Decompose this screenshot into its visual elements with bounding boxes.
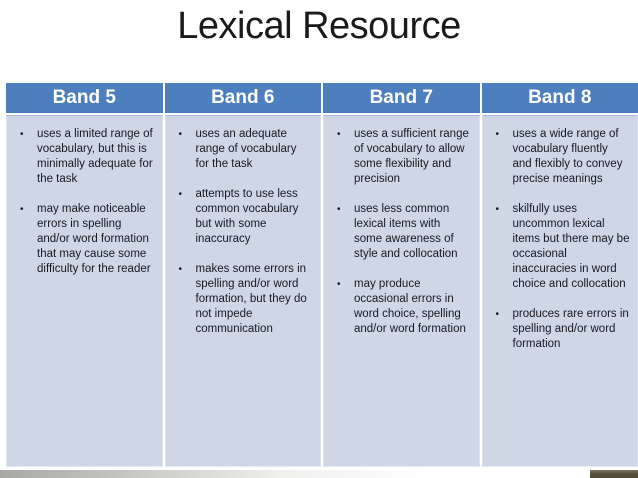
bullet-icon: •	[337, 279, 341, 290]
band-descriptor-table: Band 5 • uses a limited range of vocabul…	[6, 83, 638, 467]
descriptor-text: skilfully uses uncommon lexical items bu…	[512, 203, 630, 290]
descriptor-text: uses a wide range of vocabulary fluently…	[512, 128, 623, 185]
descriptor-item: • may produce occasional errors in word …	[335, 277, 474, 337]
descriptor-text: may make noticeable errors in spelling a…	[37, 203, 151, 275]
band-7-header: Band 7	[323, 83, 480, 113]
band-6-descriptors: • uses an adequate range of vocabulary f…	[164, 115, 321, 467]
descriptor-text: uses a sufficient range of vocabulary to…	[354, 128, 469, 185]
band-6-header: Band 6	[164, 83, 321, 113]
bullet-icon: •	[495, 204, 500, 215]
descriptor-text: uses an adequate range of vocabulary for…	[195, 128, 297, 170]
descriptor-item: • uses an adequate range of vocabulary f…	[177, 127, 316, 172]
descriptor-item: • uses a wide range of vocabulary fluent…	[494, 127, 633, 187]
bullet-icon: •	[337, 129, 341, 140]
descriptor-text: uses less common lexical items with some…	[354, 203, 458, 260]
descriptor-item: • uses a sufficient range of vocabulary …	[335, 127, 474, 187]
descriptor-item: • may make noticeable errors in spelling…	[18, 202, 157, 277]
descriptor-text: uses a limited range of vocabulary, but …	[37, 128, 153, 185]
band-5-column: Band 5 • uses a limited range of vocabul…	[6, 83, 163, 467]
descriptor-text: makes some errors in spelling and/or wor…	[195, 263, 307, 335]
bullet-icon: •	[20, 204, 24, 215]
band-8-header: Band 8	[481, 83, 638, 113]
band-5-descriptors: • uses a limited range of vocabulary, bu…	[6, 115, 163, 467]
descriptor-item: • attempts to use less common vocabulary…	[177, 187, 316, 247]
bullet-icon: •	[337, 204, 341, 215]
slide-title: Lexical Resource	[177, 5, 461, 47]
bullet-icon: •	[495, 129, 500, 140]
bottom-right-block	[590, 470, 638, 478]
descriptor-item: • uses a limited range of vocabulary, bu…	[18, 127, 157, 187]
bullet-icon: •	[178, 129, 183, 140]
bullet-icon: •	[20, 129, 24, 140]
band-7-descriptors: • uses a sufficient range of vocabulary …	[323, 115, 480, 467]
descriptor-item: • produces rare errors in spelling and/o…	[494, 307, 633, 352]
descriptor-text: attempts to use less common vocabulary b…	[195, 188, 299, 245]
band-8-column: Band 8 • uses a wide range of vocabulary…	[481, 83, 638, 467]
descriptor-item: • makes some errors in spelling and/or w…	[177, 262, 316, 337]
band-7-column: Band 7 • uses a sufficient range of voca…	[323, 83, 480, 467]
descriptor-item: • uses less common lexical items with so…	[335, 202, 474, 262]
band-5-header: Band 5	[6, 83, 163, 113]
descriptor-text: may produce occasional errors in word ch…	[354, 278, 466, 335]
bottom-shadow-gradient	[0, 470, 430, 478]
bullet-icon: •	[178, 264, 183, 275]
bottom-edge-bar	[0, 470, 638, 478]
bullet-icon: •	[178, 189, 183, 200]
descriptor-text: produces rare errors in spelling and/or …	[512, 308, 629, 350]
band-6-column: Band 6 • uses an adequate range of vocab…	[164, 83, 321, 467]
bullet-icon: •	[495, 309, 500, 320]
band-8-descriptors: • uses a wide range of vocabulary fluent…	[481, 115, 638, 467]
descriptor-item: • skilfully uses uncommon lexical items …	[494, 202, 633, 292]
